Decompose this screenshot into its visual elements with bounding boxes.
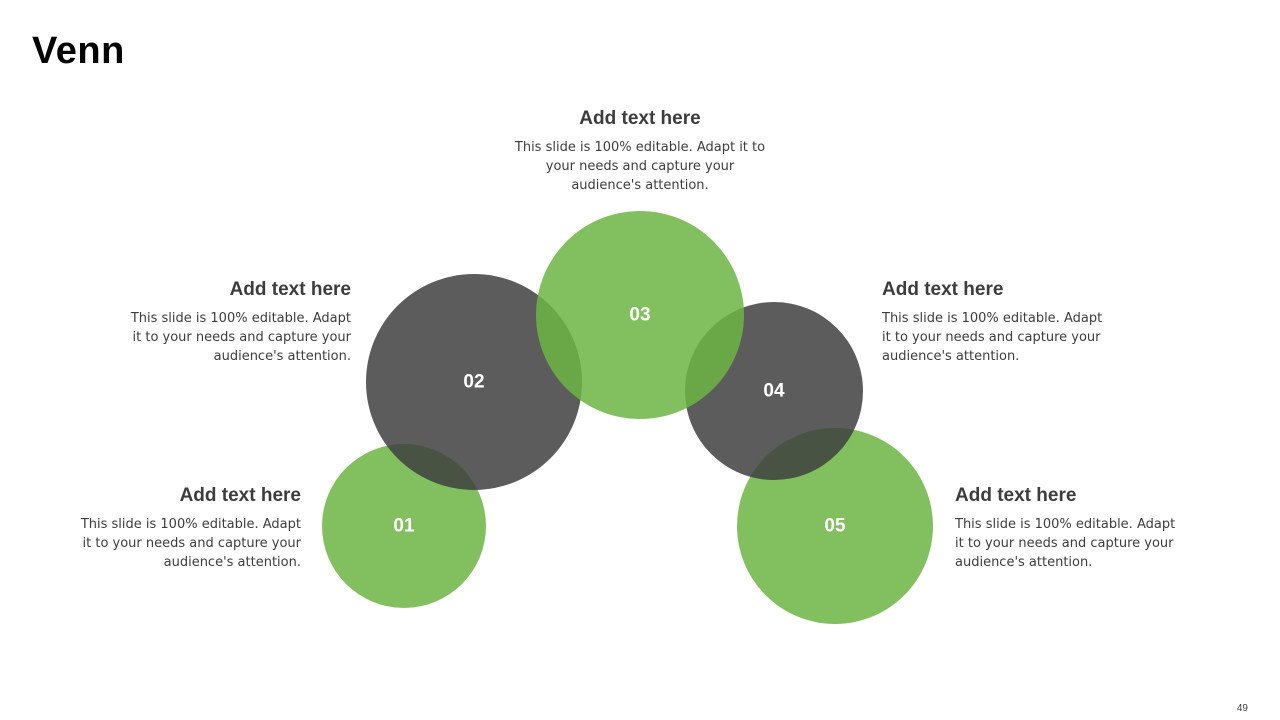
text-block-01: Add text here This slide is 100% editabl…	[71, 485, 301, 572]
text-block-heading: Add text here	[882, 279, 1004, 300]
venn-circle-02	[366, 274, 582, 490]
text-block-heading: Add text here	[179, 485, 301, 506]
text-block-body: This slide is 100% editable. Adapt it to…	[514, 140, 766, 193]
venn-circle-03	[536, 211, 744, 419]
text-block-body: This slide is 100% editable. Adapt it to…	[955, 517, 1176, 570]
text-block-body: This slide is 100% editable. Adapt it to…	[882, 311, 1103, 364]
text-block-body: This slide is 100% editable. Adapt it to…	[130, 311, 351, 364]
circle-label-04: 04	[763, 381, 785, 402]
text-block-03: Add text here This slide is 100% editabl…	[510, 108, 770, 195]
text-block-heading: Add text here	[955, 485, 1077, 506]
slide-title: Venn	[32, 30, 125, 72]
circle-label-05: 05	[824, 516, 846, 537]
circle-label-01: 01	[393, 516, 415, 537]
text-block-heading: Add text here	[579, 108, 701, 129]
circle-label-03: 03	[629, 305, 650, 326]
text-block-04: Add text here This slide is 100% editabl…	[882, 279, 1112, 366]
text-block-heading: Add text here	[229, 279, 351, 300]
circle-label-02: 02	[463, 372, 484, 393]
text-block-05: Add text here This slide is 100% editabl…	[955, 485, 1185, 572]
text-block-02: Add text here This slide is 100% editabl…	[121, 279, 351, 366]
text-block-body: This slide is 100% editable. Adapt it to…	[80, 517, 301, 570]
page-number: 49	[1236, 703, 1248, 714]
